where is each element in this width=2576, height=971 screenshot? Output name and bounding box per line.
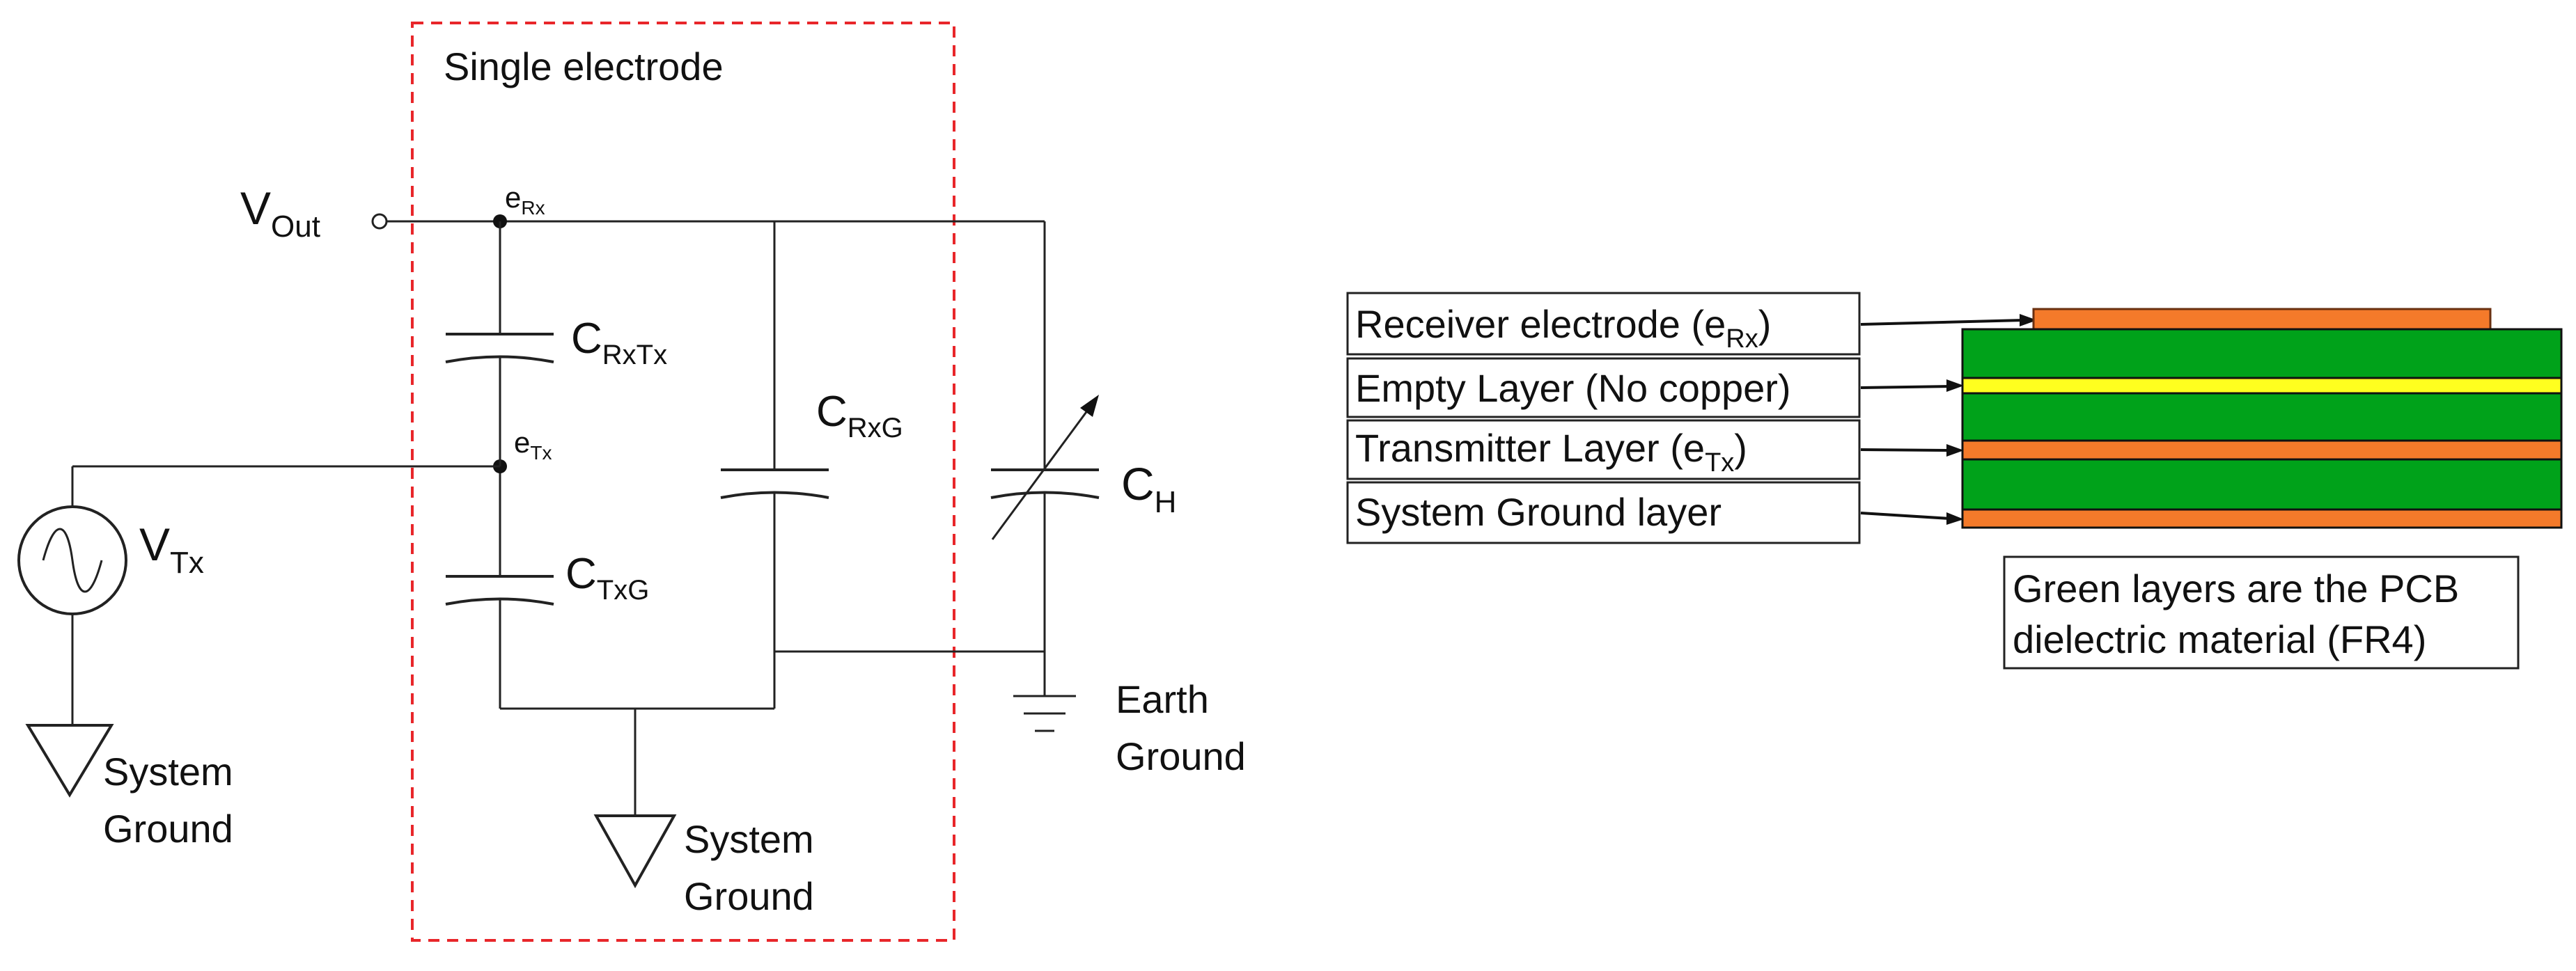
single-electrode-title: Single electrode xyxy=(444,45,724,88)
note-box xyxy=(2003,555,2520,670)
dielectric-layer-3 xyxy=(1961,458,2563,511)
empty-layer xyxy=(1961,377,2563,395)
ctxg-label: CTxG xyxy=(565,550,649,606)
crxtx-label: CRxTx xyxy=(571,315,667,370)
stackup-arrowheads xyxy=(1946,314,2037,525)
stackup-arrows xyxy=(1860,319,2024,520)
dielectric-layer-1 xyxy=(1961,328,2563,379)
crxtx-plate-bottom xyxy=(445,355,554,363)
pcb-stackup: Receiver electrode (eRx) Empty Layer (No… xyxy=(1346,292,2563,670)
stackup-label-box-3 xyxy=(1346,419,1861,480)
system-ground-left-label: System Ground xyxy=(103,750,244,851)
circuit-schematic xyxy=(17,22,1100,942)
system-ground-mid-label: System Ground xyxy=(684,817,825,918)
ch-plate-bottom xyxy=(990,491,1100,499)
dielectric-layer-2 xyxy=(1961,392,2563,442)
sine-wave-icon xyxy=(42,528,103,593)
stackup-label-ground: System Ground layer xyxy=(1355,490,1722,534)
single-electrode-box xyxy=(411,22,955,942)
vout-terminal xyxy=(371,213,388,230)
receiver-electrode-copper xyxy=(2032,308,2492,331)
crxg-label: CRxG xyxy=(816,388,903,443)
erx-label: eRx xyxy=(505,181,545,219)
stackup-label-box-4 xyxy=(1346,481,1861,544)
system-ground-left-symbol xyxy=(25,724,114,798)
stackup-label-receiver: Receiver electrode (eRx) xyxy=(1355,302,1771,354)
ctxg-plate-bottom xyxy=(445,597,554,606)
ch-variable-arrowhead xyxy=(1080,395,1099,417)
transmitter-layer-copper xyxy=(1961,439,2563,461)
stackup-label-box-1 xyxy=(1346,292,1861,356)
note-text: Green layers are the PCB dielectric mate… xyxy=(2013,567,2470,661)
stackup-label-transmitter: Transmitter Layer (eTx) xyxy=(1355,426,1747,477)
ground-layer-copper xyxy=(1961,508,2563,529)
stackup-label-empty: Empty Layer (No copper) xyxy=(1355,366,1791,410)
vout-label: VOut xyxy=(240,182,320,244)
ch-variable-arrow-line xyxy=(991,406,1091,540)
system-ground-mid-symbol xyxy=(593,814,677,889)
etx-label: eTx xyxy=(514,426,552,464)
vtx-label: VTx xyxy=(139,519,204,580)
earth-ground-label: Earth Ground xyxy=(1116,677,1246,778)
stackup-label-box-2 xyxy=(1346,357,1861,418)
ch-label: CH xyxy=(1121,458,1176,519)
crxg-plate-bottom xyxy=(720,491,829,499)
